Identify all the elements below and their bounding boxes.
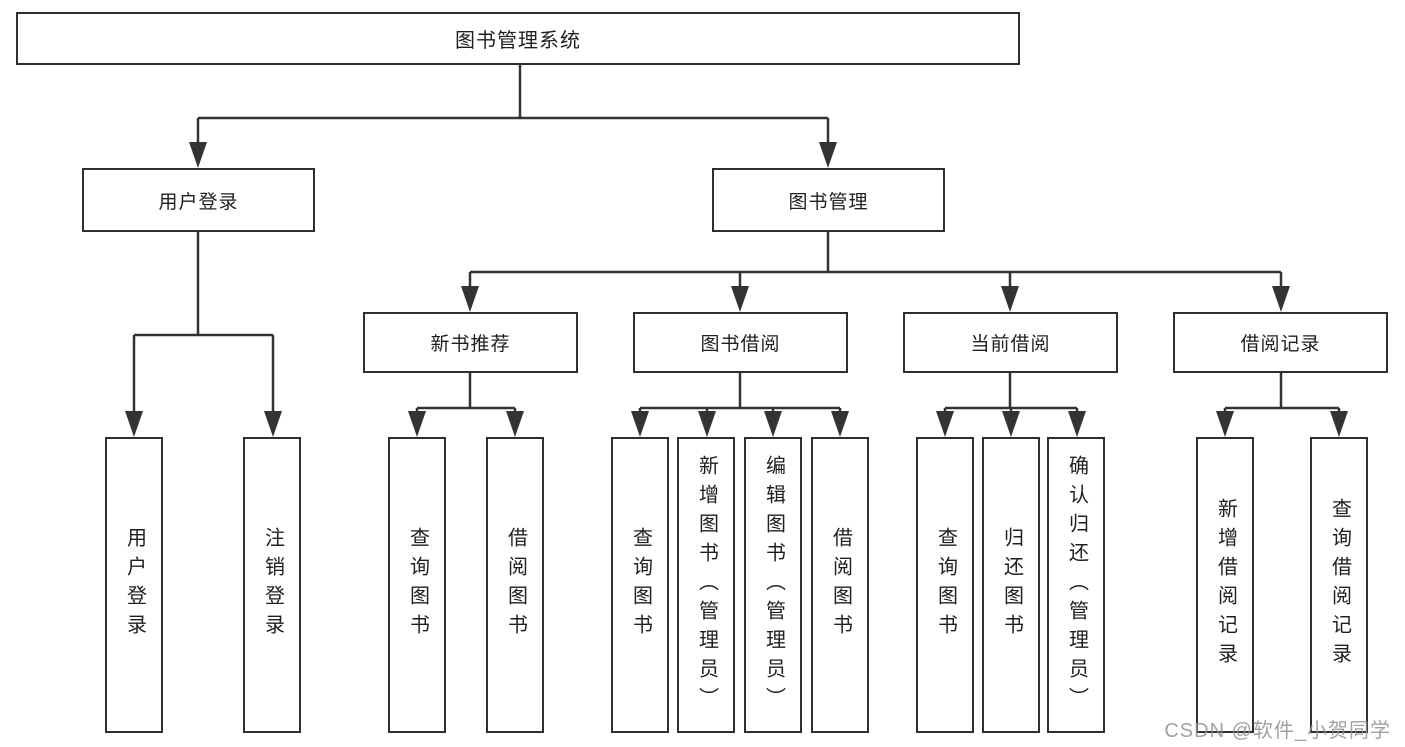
arrow-down-icon	[1216, 411, 1234, 437]
node-label: 用户登录	[123, 527, 146, 643]
node-label: 查询图书	[629, 527, 652, 643]
arrow-down-icon	[264, 411, 282, 437]
node-logout: 注销登录	[243, 437, 301, 733]
node-label: 查询图书	[934, 527, 957, 643]
arrow-down-icon	[189, 142, 207, 168]
arrow-down-icon	[125, 411, 143, 437]
node-query-borrow-record: 查询借阅记录	[1310, 437, 1368, 733]
arrow-down-icon	[631, 411, 649, 437]
node-current-borrowing: 当前借阅	[903, 312, 1118, 373]
arrow-down-icon	[1001, 286, 1019, 312]
node-user-login-leaf: 用户登录	[105, 437, 163, 733]
arrow-down-icon	[1330, 411, 1348, 437]
arrow-down-icon	[764, 411, 782, 437]
node-borrow-books: 借阅图书	[811, 437, 869, 733]
node-label: 注销登录	[261, 527, 284, 643]
node-add-book-admin: 新增图书（管理员）	[677, 437, 735, 733]
node-query-books-recommend: 查询图书	[388, 437, 446, 733]
arrow-down-icon	[408, 411, 426, 437]
node-add-borrow-record: 新增借阅记录	[1196, 437, 1254, 733]
node-label: 新书推荐	[430, 334, 511, 355]
node-borrowing-records: 借阅记录	[1173, 312, 1388, 373]
arrow-down-icon	[1068, 411, 1086, 437]
node-label: 借阅图书	[504, 527, 527, 643]
node-label: 借阅图书	[829, 527, 852, 643]
node-book-borrowing: 图书借阅	[633, 312, 848, 373]
node-label: 图书借阅	[700, 334, 781, 355]
node-edit-book-admin: 编辑图书（管理员）	[744, 437, 802, 733]
arrow-down-icon	[819, 142, 837, 168]
node-label: 用户登录	[158, 191, 239, 213]
node-label: 查询借阅记录	[1328, 498, 1351, 672]
arrow-down-icon	[1272, 286, 1290, 312]
node-label: 归还图书	[1000, 527, 1023, 643]
node-query-books-borrow: 查询图书	[611, 437, 669, 733]
node-book-management: 图书管理	[712, 168, 945, 232]
node-query-books-current: 查询图书	[916, 437, 974, 733]
node-label: 借阅记录	[1240, 334, 1321, 355]
node-label: 查询图书	[406, 527, 429, 643]
arrow-down-icon	[698, 411, 716, 437]
node-label: 图书管理	[788, 191, 869, 213]
node-label: 新增借阅记录	[1214, 498, 1237, 672]
arrow-down-icon	[936, 411, 954, 437]
node-label: 图书管理系统	[455, 30, 581, 52]
node-label: 确认归还（管理员）	[1065, 454, 1088, 716]
node-confirm-return-admin: 确认归还（管理员）	[1047, 437, 1105, 733]
arrow-down-icon	[506, 411, 524, 437]
node-new-book-recommend: 新书推荐	[363, 312, 578, 373]
node-library-management-system: 图书管理系统	[16, 12, 1020, 65]
arrow-down-icon	[831, 411, 849, 437]
arrow-down-icon	[1002, 411, 1020, 437]
node-return-book: 归还图书	[982, 437, 1040, 733]
arrow-down-icon	[731, 286, 749, 312]
node-label: 编辑图书（管理员）	[762, 454, 785, 716]
node-borrow-books-recommend: 借阅图书	[486, 437, 544, 733]
arrow-down-icon	[461, 286, 479, 312]
node-label: 当前借阅	[970, 334, 1051, 355]
csdn-watermark: CSDN @软件_小贺同学	[1164, 720, 1391, 742]
node-user-login: 用户登录	[82, 168, 315, 232]
node-label: 新增图书（管理员）	[695, 454, 718, 716]
